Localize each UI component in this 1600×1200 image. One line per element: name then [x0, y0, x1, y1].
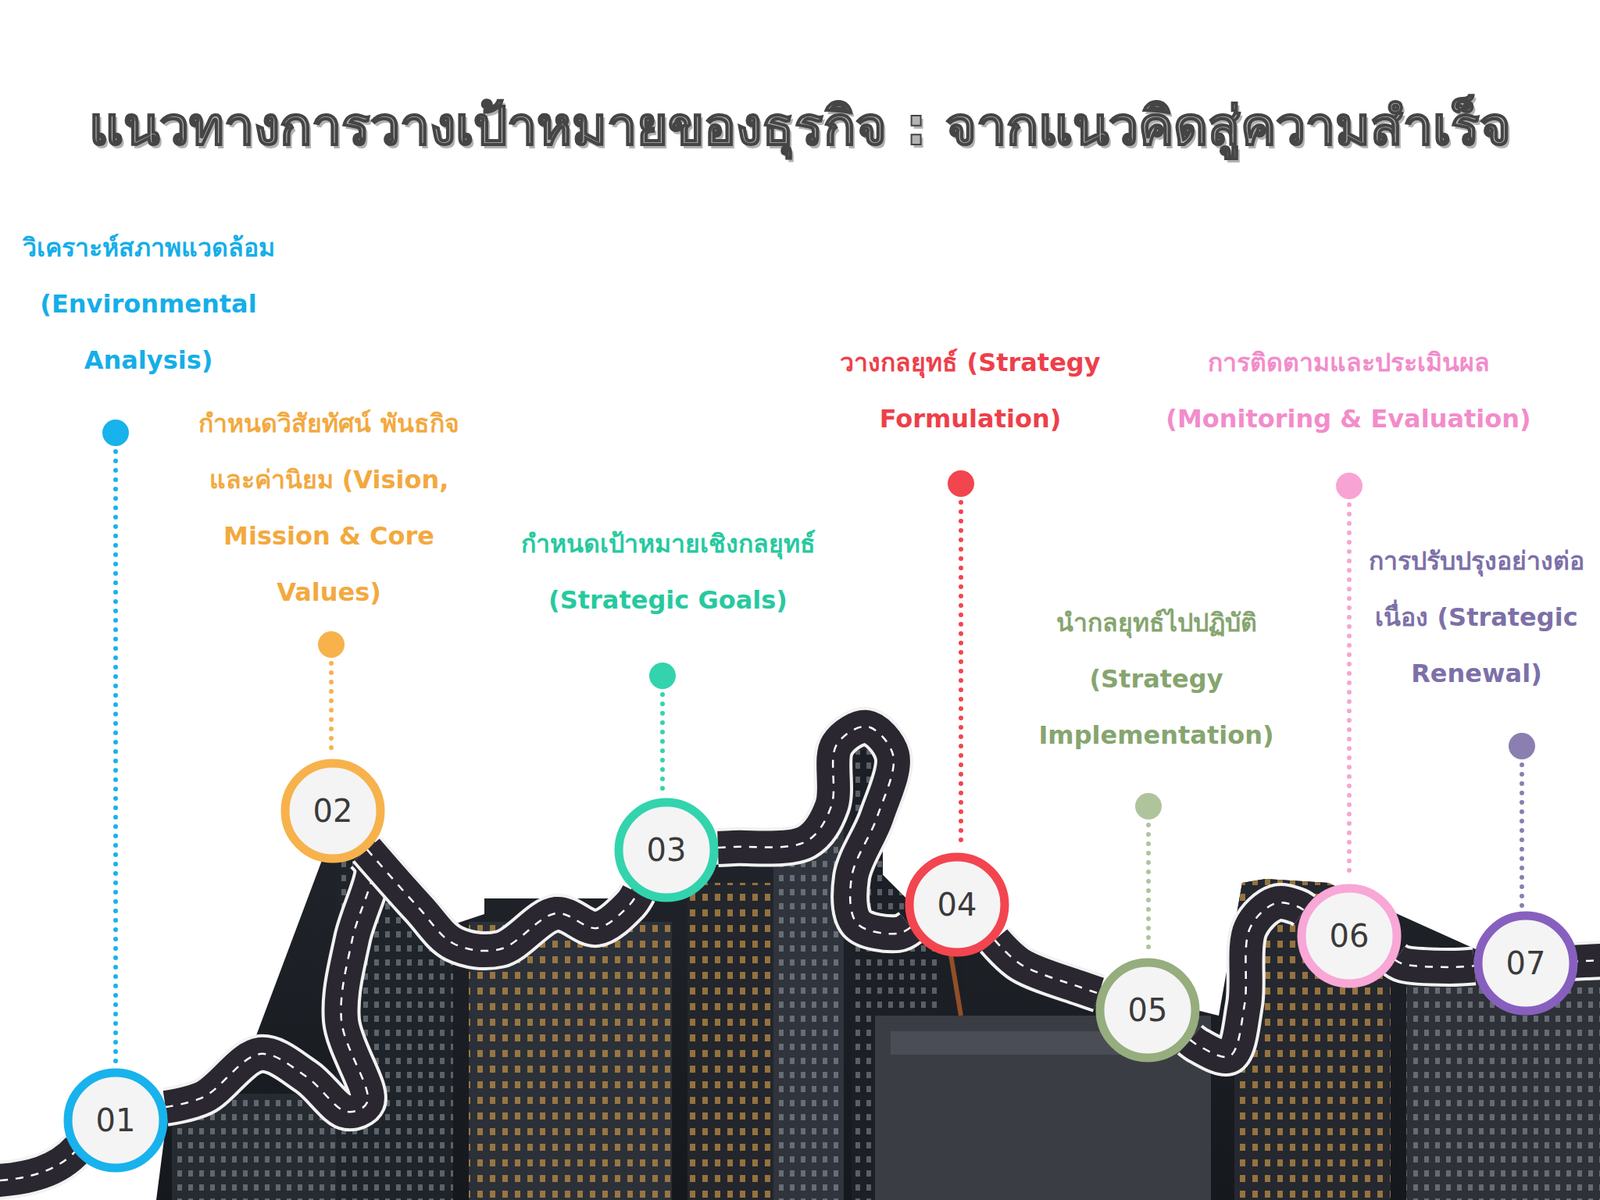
road-marking — [1189, 902, 1304, 1058]
step-label: กำหนดวิสัยทัศน์ พันธกิจ และค่านิยม (Visi… — [180, 395, 478, 621]
road-edge — [367, 849, 638, 951]
road-connector — [1189, 902, 1304, 1058]
leader-dot — [1335, 472, 1363, 500]
road-connector — [994, 939, 1099, 994]
leader-line — [1146, 825, 1151, 954]
step-label: วิเคราะห์สภาพแวดล้อม (Environmental Anal… — [11, 219, 286, 389]
road-marking — [0, 1148, 79, 1182]
leader-dot — [317, 631, 345, 658]
road — [1395, 960, 1475, 968]
road — [165, 853, 374, 1112]
road — [1189, 902, 1304, 1058]
road-edge — [165, 853, 374, 1112]
road-connector — [165, 853, 374, 1112]
step-ring — [285, 763, 381, 859]
step-circle: 05 — [1095, 957, 1200, 1063]
step-ring — [618, 802, 715, 898]
step-label: กำหนดเป้าหมายเชิงกลยุทธ์ (Strategic Goal… — [503, 515, 833, 629]
step-circle: 06 — [1296, 883, 1402, 989]
step-circle: 03 — [614, 797, 719, 903]
road — [717, 726, 911, 934]
step-circle: 01 — [63, 1067, 168, 1173]
step-ring — [1301, 888, 1397, 984]
step-ring — [909, 857, 1005, 953]
step-ring — [1478, 915, 1574, 1011]
step-number: 06 — [1329, 917, 1370, 954]
road-connector — [1395, 960, 1475, 968]
leader-line — [660, 694, 665, 794]
road-edge — [994, 939, 1099, 994]
road-edge — [0, 1148, 79, 1182]
road — [0, 1148, 79, 1182]
leader-line — [328, 663, 334, 755]
step-label: การปรับปรุงอย่างต่อเนื่อง (Strategic Ren… — [1360, 532, 1593, 702]
step-number: 01 — [96, 1102, 136, 1139]
road-connector — [367, 849, 638, 951]
road-marking — [165, 853, 374, 1112]
page-title: แนวทางการวางเป้าหมายของธุรกิจ : จากแนวคิ… — [89, 92, 1511, 161]
road — [367, 849, 638, 951]
leader-line — [113, 451, 118, 1065]
leader-dot — [1508, 732, 1536, 760]
road-edge — [1189, 902, 1304, 1058]
step-circle: 07 — [1473, 910, 1579, 1016]
leader-dot — [649, 662, 676, 690]
road-marking — [994, 939, 1099, 994]
step-number: 05 — [1128, 992, 1168, 1029]
road — [994, 939, 1099, 994]
leader-line — [1519, 764, 1525, 908]
road-edge — [717, 726, 911, 934]
road-marking — [1395, 960, 1475, 968]
step-number: 04 — [937, 886, 978, 923]
leader-dot — [102, 419, 129, 447]
leader-dot — [1135, 792, 1162, 820]
leader-line — [958, 502, 964, 849]
step-ring — [67, 1072, 164, 1168]
building — [687, 882, 782, 1200]
building-windows — [687, 882, 782, 1200]
step-number: 02 — [313, 792, 354, 829]
road-marking — [367, 849, 638, 951]
leader-dot — [947, 470, 975, 497]
road-edge — [1395, 960, 1475, 968]
step-label: นำกลยุทธ์ไปปฏิบัติ (Strategy Implementat… — [1031, 594, 1282, 764]
step-circle: 02 — [280, 758, 386, 864]
leader-line — [1346, 504, 1352, 880]
step-circle: 04 — [904, 852, 1010, 958]
step-number: 03 — [646, 832, 687, 868]
step-number: 07 — [1506, 945, 1547, 982]
road-marking — [717, 726, 911, 934]
step-ring — [1100, 962, 1196, 1058]
step-label: วางกลยุทธ์ (Strategy Formulation) — [798, 334, 1143, 447]
step-label: การติดตามและประเมินผล (Monitoring & Eval… — [1153, 334, 1544, 447]
road-connector — [717, 726, 911, 934]
